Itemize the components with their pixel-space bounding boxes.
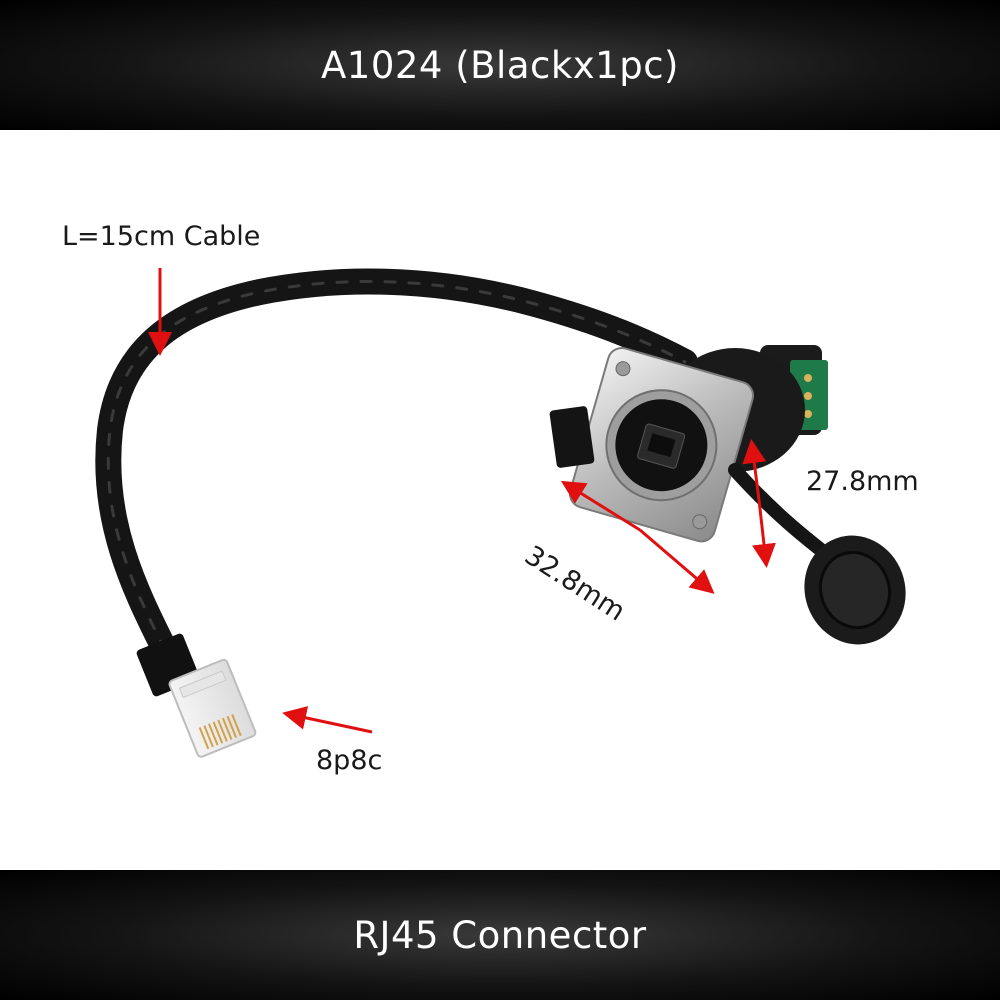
height-arrow-a xyxy=(742,439,767,501)
dimension-arrows xyxy=(148,268,776,734)
top-banner: A1024 (Blackx1pc) xyxy=(0,0,1000,130)
height-dimension-label: 27.8mm xyxy=(806,466,919,497)
cable-length-label: L=15cm Cable xyxy=(62,221,261,252)
product-photo xyxy=(95,268,906,758)
width-arrow-b xyxy=(639,528,715,594)
rj45-plug xyxy=(136,633,257,758)
panel-connector xyxy=(549,345,906,645)
plug-arrow xyxy=(282,706,373,734)
cable xyxy=(95,268,698,663)
product-name: RJ45 Connector xyxy=(353,913,647,957)
height-arrow-b xyxy=(752,499,776,568)
product-title: A1024 (Blackx1pc) xyxy=(321,43,679,87)
plug-type-label: 8p8c xyxy=(316,745,383,776)
width-arrow-a xyxy=(560,480,641,532)
bottom-banner: RJ45 Connector xyxy=(0,870,1000,1000)
